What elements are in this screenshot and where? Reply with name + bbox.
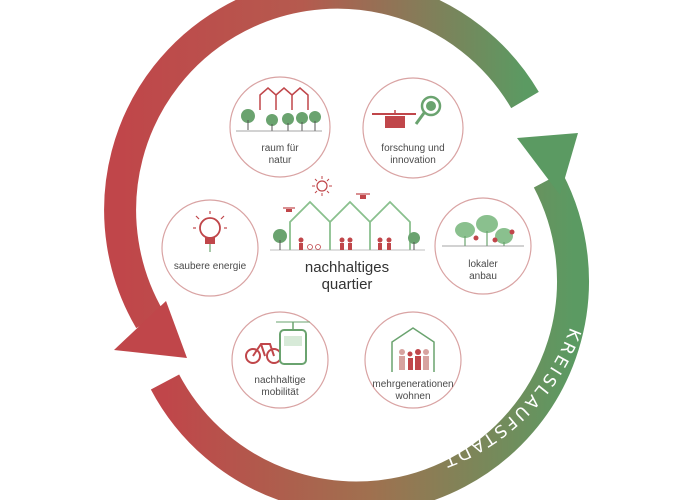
drone-magnifier-icon bbox=[372, 95, 442, 128]
node-label-line2: innovation bbox=[390, 155, 436, 166]
sun-icon bbox=[312, 176, 332, 196]
node-label-line1: lokaler bbox=[468, 259, 498, 270]
houses-outline-icon bbox=[270, 200, 425, 251]
arrow-head-left bbox=[114, 301, 187, 358]
ring-arrow-top bbox=[104, 0, 539, 358]
node-label-line2: wohnen bbox=[394, 391, 430, 402]
node-raum-fuer-natur: raum für natur bbox=[229, 76, 331, 178]
node-label-line1: mehrgenerationen bbox=[372, 379, 453, 390]
node-lokaler-anbau: lokaler anbau bbox=[434, 197, 532, 295]
node-forschung-innovation: forschung und innovation bbox=[362, 77, 464, 179]
arrow-head-right bbox=[517, 133, 578, 195]
node-label-line1: nachhaltige bbox=[254, 375, 306, 386]
drone-icon bbox=[283, 193, 370, 212]
family-house-icon bbox=[391, 327, 435, 372]
node-mehrgenerationen-wohnen: mehrgenerationen wohnen bbox=[364, 311, 462, 409]
node-label-line2: mobilität bbox=[261, 387, 298, 398]
node-nachhaltige-mobilitaet: nachhaltige mobilität bbox=[231, 311, 329, 409]
center-title-line2: quartier bbox=[322, 276, 373, 293]
center-quartier: nachhaltiges quartier bbox=[270, 176, 425, 293]
node-label-line1: saubere energie bbox=[174, 261, 247, 272]
node-label-line2: anbau bbox=[469, 271, 497, 282]
node-label-line1: raum für bbox=[261, 143, 299, 154]
plants-icon bbox=[442, 215, 524, 247]
center-title-line1: nachhaltiges bbox=[305, 259, 389, 276]
ring-arrow-bottom bbox=[150, 133, 589, 500]
lightbulb-icon bbox=[193, 211, 227, 252]
node-label-line2: natur bbox=[269, 155, 292, 166]
houses-trees-icon bbox=[236, 87, 322, 132]
node-label-line1: forschung und bbox=[381, 143, 444, 154]
node-saubere-energie: saubere energie bbox=[161, 199, 259, 297]
bicycle-tram-icon bbox=[245, 321, 310, 365]
